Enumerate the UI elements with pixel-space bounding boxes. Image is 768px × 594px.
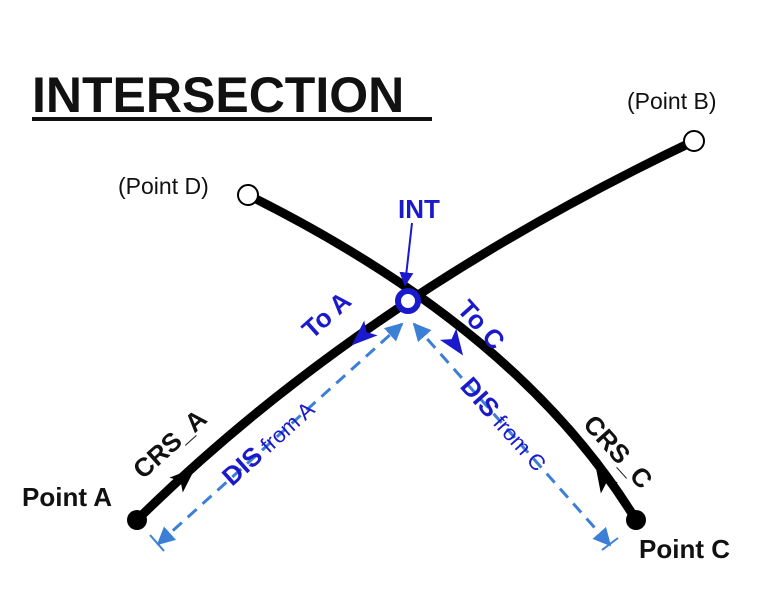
point-d-label: (Point D)	[118, 173, 209, 199]
dis-from-a-line	[156, 322, 404, 546]
dis-from-c-line	[412, 322, 612, 547]
point-b-label: (Point B)	[627, 88, 716, 114]
point-a-label: Point A	[22, 482, 112, 512]
dis-from-c-label: DIS from C	[455, 371, 555, 477]
point-a-marker	[127, 510, 147, 530]
point-b-marker	[683, 130, 705, 152]
dis-a-end-tick	[149, 534, 165, 552]
intersection-marker	[395, 288, 421, 314]
crs-a-label: CRS_A	[127, 403, 213, 484]
point-c-label: Point C	[639, 534, 730, 564]
dis-c-end-tick	[601, 537, 619, 551]
to-a-label: To A	[296, 285, 357, 344]
dis-c-light: from C	[484, 406, 551, 476]
point-c-marker	[626, 510, 646, 530]
diagram-title: INTERSECTION	[32, 67, 404, 123]
point-d-marker	[237, 184, 259, 206]
int-pointer	[399, 222, 414, 287]
int-label: INT	[398, 194, 440, 224]
